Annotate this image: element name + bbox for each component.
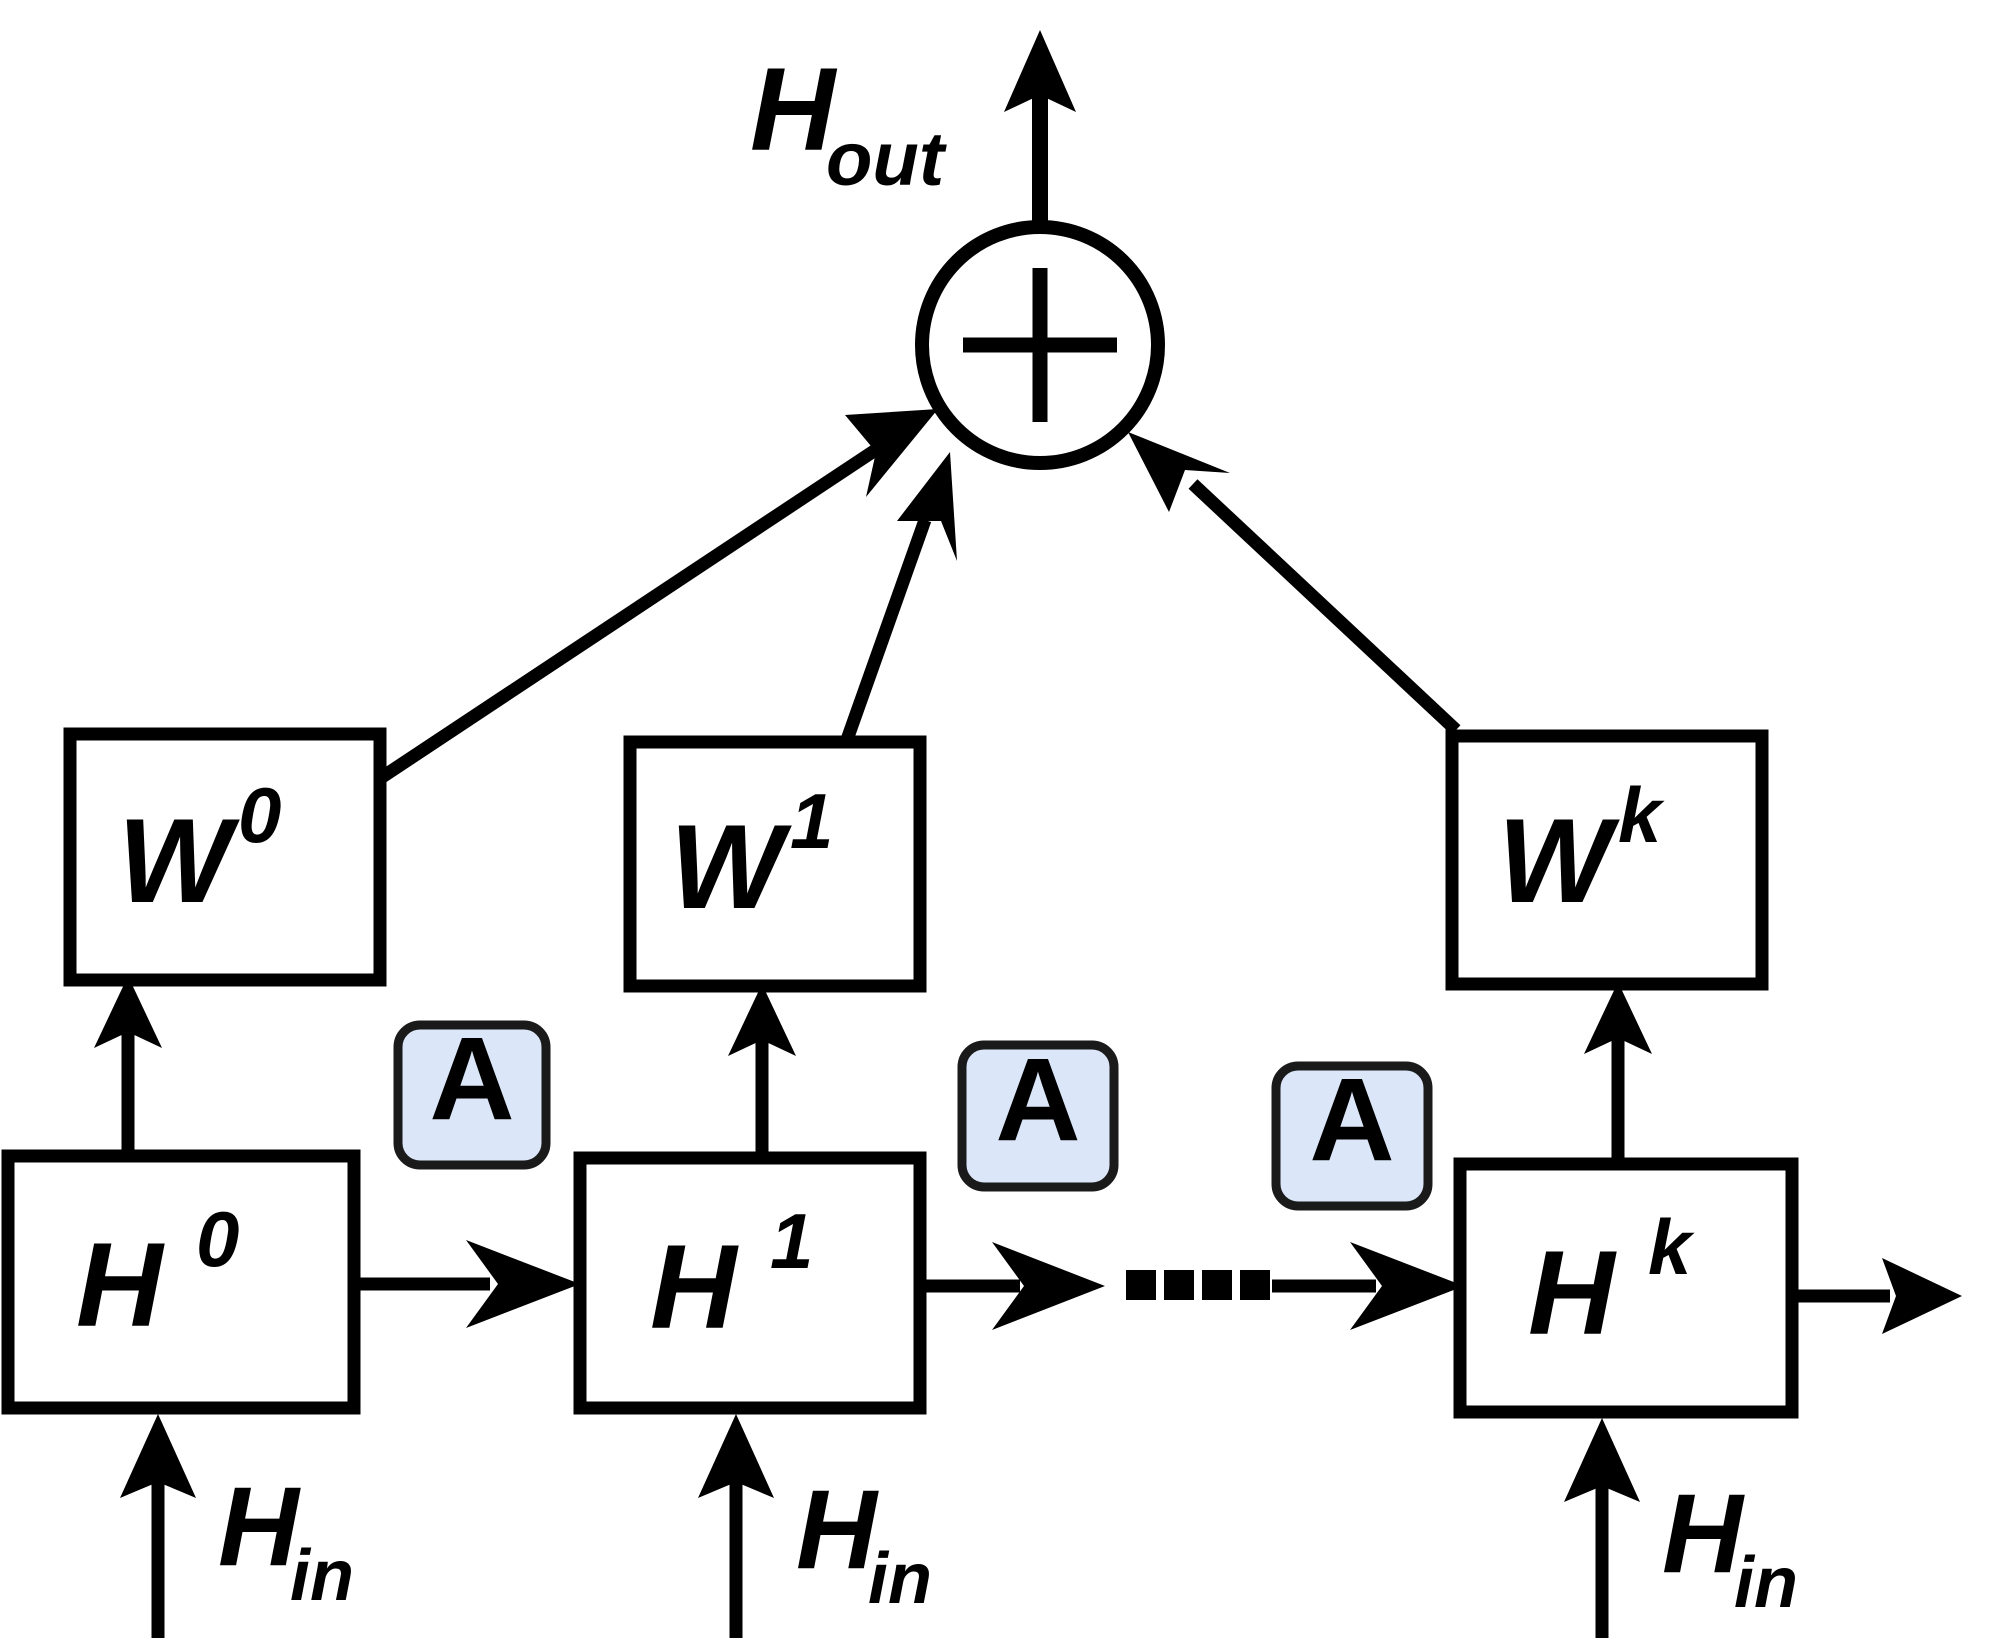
w0-box	[63, 727, 387, 987]
h-out-base: H	[750, 44, 838, 176]
h-in-3-subscript: in	[1734, 1543, 1798, 1623]
h0-base-label: H	[76, 1218, 165, 1352]
arrow-hk-to-wk	[1584, 982, 1652, 1160]
adjacency-badge-1-label: A	[429, 1013, 514, 1145]
input-arrow-1	[120, 1414, 196, 1638]
summation-node	[915, 220, 1165, 470]
h-in-label-1: H in	[218, 1464, 354, 1616]
hidden-node-h1: H 1	[573, 1151, 927, 1415]
h1-superscript: 1	[770, 1197, 813, 1285]
arrow-h0-to-w0	[94, 976, 162, 1152]
adjacency-badge-3[interactable]: A	[1271, 1054, 1433, 1211]
hk-base-label: H	[1528, 1226, 1617, 1360]
hk-box	[1453, 1157, 1799, 1419]
adjacency-badge-3-label: A	[1309, 1054, 1394, 1186]
h-in-1-base: H	[218, 1464, 301, 1589]
w0-base-label: W	[118, 794, 240, 928]
adjacency-badge-1[interactable]: A	[393, 1013, 551, 1170]
ellipsis-dot-2	[1164, 1270, 1194, 1300]
h0-box	[1, 1149, 361, 1415]
h-out-subscript: out	[826, 117, 947, 202]
arrow-h1-to-ellipsis	[920, 1242, 1105, 1330]
h1-base-label: H	[650, 1220, 739, 1354]
wk-box	[1445, 729, 1769, 991]
ellipsis-dot-4	[1240, 1270, 1270, 1300]
w0-superscript: 0	[238, 771, 281, 859]
h-in-3-base: H	[1662, 1471, 1745, 1596]
h-in-label-2: H in	[796, 1467, 932, 1619]
wk-base-label: W	[1498, 794, 1620, 928]
output-arrow	[1004, 30, 1076, 226]
w1-box	[623, 735, 927, 993]
arrow-ellipsis-to-hk	[1272, 1242, 1464, 1330]
weight-node-w1: W 1	[623, 735, 927, 993]
ellipsis-dot-3	[1202, 1270, 1232, 1300]
h-in-2-subscript: in	[868, 1539, 932, 1619]
arrow-h0-to-h1	[356, 1240, 580, 1328]
h-out-label: H out	[750, 44, 947, 202]
adjacency-badge-2-label: A	[995, 1034, 1080, 1166]
w1-base-label: W	[670, 800, 792, 934]
input-arrow-2	[698, 1414, 774, 1638]
h0-superscript: 0	[196, 1195, 239, 1283]
hidden-node-hk: H k	[1453, 1157, 1799, 1419]
weight-node-wk: W k	[1445, 729, 1769, 991]
h-in-1-subscript: in	[290, 1536, 354, 1616]
weight-node-w0: W 0	[63, 727, 387, 987]
wk-superscript: k	[1618, 771, 1665, 859]
hk-superscript: k	[1648, 1203, 1695, 1291]
ellipsis-dots	[1126, 1270, 1270, 1300]
arrow-wk-to-sum	[1128, 432, 1461, 735]
h-in-label-3: H in	[1662, 1471, 1798, 1623]
hidden-node-h0: H 0	[1, 1149, 361, 1415]
w1-superscript: 1	[790, 777, 833, 865]
ellipsis-dot-1	[1126, 1270, 1156, 1300]
arrow-hk-output	[1792, 1258, 1962, 1334]
adjacency-badge-2-rect[interactable]	[957, 1040, 1119, 1192]
h-in-2-base: H	[796, 1467, 879, 1592]
h1-box	[573, 1151, 927, 1415]
input-arrow-3	[1564, 1418, 1640, 1638]
arrow-h1-to-w1	[728, 984, 796, 1152]
adjacency-badge-1-rect[interactable]	[393, 1020, 551, 1170]
adjacency-badge-2[interactable]: A	[957, 1034, 1119, 1192]
adjacency-badge-3-rect[interactable]	[1271, 1061, 1433, 1211]
